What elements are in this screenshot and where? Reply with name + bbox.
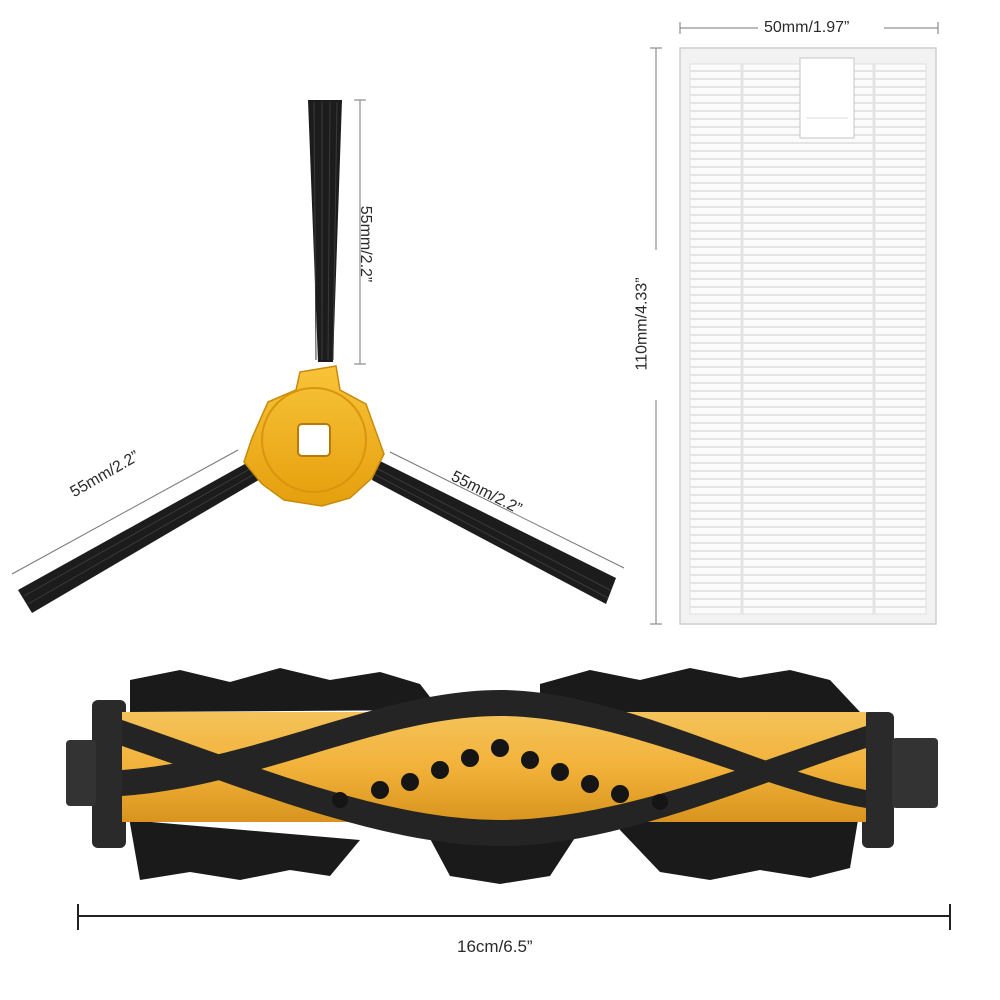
dimension-line-filter-width: [679, 22, 939, 34]
dimension-line-side-brush-vertical: [354, 99, 366, 365]
label-side-brush-vertical: 55mm/2.2”: [357, 205, 375, 283]
roller-rubber-flap-bottom: [122, 720, 866, 846]
side-brush-arm-right: [372, 460, 616, 604]
label-filter-width: 50mm/1.97”: [764, 19, 850, 36]
dimension-line-roller: [77, 904, 951, 930]
roller-end-cap-right: [862, 712, 938, 848]
roller-rubber-flap-top: [122, 690, 866, 808]
roller-end-cap-left: [66, 700, 126, 848]
dimension-line-filter-height: [650, 47, 662, 625]
label-filter-height: 110mm/4.33”: [633, 277, 651, 371]
side-brush-hub: [243, 365, 385, 507]
side-brush: [18, 100, 616, 613]
label-roller-length: 16cm/6.5”: [457, 937, 533, 956]
dimension-line-side-brush-left: [11, 449, 239, 575]
main-roller-brush: [66, 668, 938, 884]
filter-pull-tab: [799, 57, 855, 139]
roller-center-tufts: [332, 739, 668, 810]
dimension-line-side-brush-right: [389, 451, 625, 569]
hepa-filter: [679, 47, 937, 625]
side-brush-arm-left: [18, 460, 262, 613]
side-brush-arm-top: [308, 100, 342, 362]
